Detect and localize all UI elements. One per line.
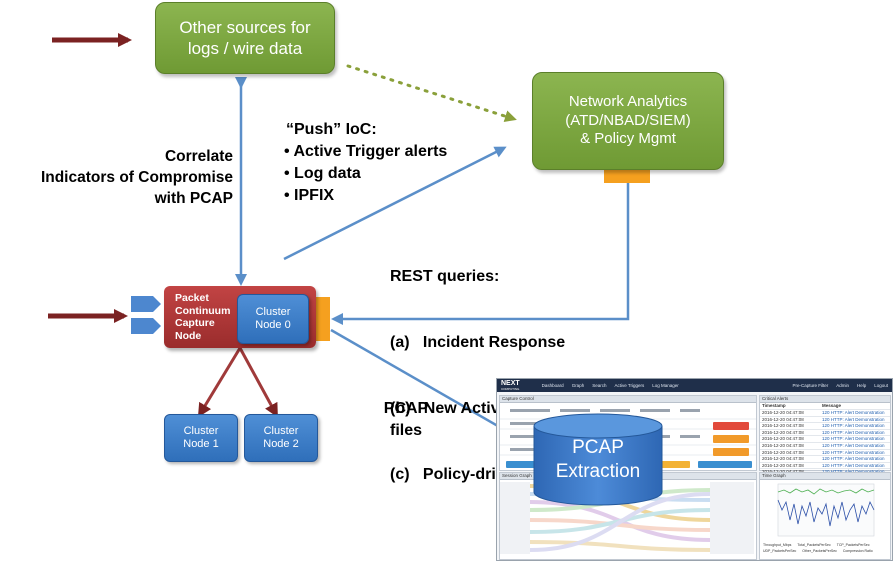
alert-timestamp: 2016-12-20 04:47:08 [762, 410, 804, 415]
pcap-files-label: PCAP files [383, 400, 429, 439]
alert-row[interactable]: 2016-12-20 04:47:08 120 HTTP: Alert Demon… [760, 422, 890, 429]
alert-message: 120 HTTP: Alert Demonstration [822, 423, 885, 429]
rest-queries-title: REST queries: [390, 268, 500, 285]
time-graph-plot [777, 483, 875, 537]
legend-item: Throughput_Mbps [763, 543, 792, 547]
alert-timestamp: 2016-12-20 04:47:08 [762, 462, 804, 468]
critical-alerts-panel: Critical Alerts Timestamp Message 2016-1… [759, 395, 891, 474]
alert-row[interactable]: 2016-12-20 04:47:08 120 HTTP: Alert Demon… [760, 441, 890, 449]
alert-row[interactable]: 2016-12-20 04:47:08 120 HTTP: Alert Demon… [760, 435, 890, 442]
rest-query-item: (a) Incident Response [390, 334, 566, 351]
nav-item[interactable]: Admin [836, 383, 849, 388]
alerts-col-message: Message [822, 403, 842, 408]
time-graph-panel: Time Graph Throughput_Mbps Total_Packets… [759, 472, 891, 560]
alert-timestamp: 2016-12-20 04:47:08 [762, 469, 822, 475]
alerts-column-headers: Timestamp Message [760, 403, 890, 409]
alert-message: 120 HTTP: Alert Demonstration [822, 462, 885, 468]
cluster-node-2-label: Cluster Node 2 [263, 424, 299, 450]
capture-control-header: Capture Control [500, 396, 756, 403]
correlate-label: Correlate Indicators of Compromise with … [40, 148, 233, 207]
push-ioc-item: • IPFIX [284, 187, 335, 204]
alert-timestamp: 2016-12-20 04:47:08 [762, 449, 804, 455]
nav-item[interactable]: Graph [571, 383, 585, 388]
cluster-node-0-label: Cluster Node 0 [255, 305, 291, 331]
other-sources-node: Other sources for logs / wire data [155, 2, 335, 74]
alert-row[interactable]: 2016-12-20 04:47:08 120 HTTP: Alert Demon… [760, 428, 890, 436]
alert-row[interactable]: 2016-12-20 04:47:08 120 HTTP: Alert Demon… [760, 409, 890, 416]
nav-item[interactable]: Help [856, 383, 867, 388]
critical-alerts-header: Critical Alerts [760, 396, 890, 403]
push-ioc-item: • Log data [284, 165, 361, 182]
alert-timestamp: 2016-12-20 04:47:08 [762, 442, 804, 448]
rest-query-arrow [331, 183, 630, 325]
legend-item: Compression Ratio [842, 549, 873, 553]
alert-message: 120 HTTP: Alert Demonstration [822, 436, 885, 442]
dashboard-screenshot: NEXT COMPUTING Dashboard Graph Search Ac… [496, 378, 893, 561]
alert-row[interactable]: 2016-12-20 04:47:08 120 HTTP: Alert Demon… [760, 455, 890, 462]
legend-item: TCP_PacketsPerSec [836, 543, 870, 547]
cluster-node-2: Cluster Node 2 [244, 414, 318, 462]
push-ioc-title: “Push” IoC: [286, 121, 377, 138]
dotted-arrow [346, 64, 517, 122]
input-port-top [131, 296, 161, 312]
cluster-node-0: Cluster Node 0 [237, 294, 309, 344]
time-graph-series-blue [777, 499, 875, 527]
other-sources-label: Other sources for logs / wire data [179, 17, 311, 58]
analytics-port [604, 169, 650, 183]
pcap-extraction-cylinder [533, 413, 663, 506]
push-ioc-item: • Active Trigger alerts [284, 143, 448, 160]
nav-item[interactable]: Logout [874, 383, 888, 388]
logo-subtext: COMPUTING [501, 387, 520, 391]
alert-row[interactable]: 2016-12-20 04:47:08 120 HTTP: Alert Demon… [760, 448, 890, 456]
input-port-bottom [131, 318, 161, 334]
alert-message: 120 HTTP: Alert Demonstration [822, 410, 885, 415]
alert-message: 120 HTTP: Alert Demonstration [822, 416, 885, 422]
cluster-node-1-label: Cluster Node 1 [183, 424, 219, 450]
time-graph-series-green [777, 488, 875, 495]
network-analytics-node: Network Analytics (ATD/NBAD/SIEM) & Poli… [532, 72, 724, 170]
sessions-sankey [500, 482, 754, 554]
nav-item[interactable]: Search [592, 383, 607, 388]
alert-timestamp: 2016-12-20 04:47:08 [762, 456, 804, 462]
alert-message: 120 HTTP: Alert Demonstration [822, 442, 885, 448]
nav-item[interactable]: Pre-Capture Filter [792, 383, 829, 388]
legend-item: UDP_PacketsPerSec [763, 549, 797, 553]
alert-message: 120 HTTP: Alert Demonstration [822, 449, 885, 455]
alert-timestamp: 2016-12-20 04:47:08 [762, 416, 804, 422]
push-ioc-block: “Push” IoC: • Active Trigger alerts • Lo… [284, 119, 447, 207]
alert-row[interactable]: 2016-12-20 04:47:08 120 HTTP: Alert Demon… [760, 461, 890, 469]
cluster-arrow-1 [197, 347, 242, 418]
nav-item[interactable]: Active Triggers [614, 383, 645, 388]
legend-item: Other_PacketsPerSec [802, 549, 837, 553]
alert-message: 120 HTTP: Alert Demonstration [822, 429, 885, 435]
push-arrow [283, 146, 507, 261]
time-graph-legend: Throughput_Mbps Total_PacketsPerSec TCP_… [760, 543, 890, 553]
alert-timestamp: 2016-12-20 04:47:08 [762, 429, 804, 435]
alert-message: 120 HTTP: Alert Demonstration [822, 456, 885, 462]
cluster-node-1: Cluster Node 1 [164, 414, 238, 462]
capture-node-port [316, 297, 330, 341]
alert-timestamp: 2016-12-20 04:47:08 [762, 423, 804, 429]
logo-text: NEXT [501, 380, 520, 387]
nav-item[interactable]: Log Manager [652, 383, 679, 388]
alert-timestamp: 2016-12-20 04:47:08 [762, 436, 804, 442]
alert-row[interactable]: 2016-12-20 04:47:08 120 HTTP: Alert Demon… [760, 415, 890, 423]
pcap-extraction-label: PCAP Extraction [555, 437, 641, 482]
dashboard-topbar: NEXT COMPUTING Dashboard Graph Search Ac… [497, 379, 892, 392]
time-graph-header: Time Graph [760, 473, 890, 480]
cluster-arrow-2 [238, 347, 278, 418]
network-analytics-label: Network Analytics (ATD/NBAD/SIEM) & Poli… [565, 92, 691, 148]
alert-message: 120 HTTP: Alert Demonstration [822, 469, 885, 475]
dashboard-logo: NEXT COMPUTING [501, 380, 520, 391]
alerts-col-timestamp: Timestamp [762, 403, 786, 408]
capture-node-label: Packet Continuum Capture Node [175, 292, 231, 342]
legend-item: Total_PacketsPerSec [797, 543, 831, 547]
nav-item[interactable]: Dashboard [541, 383, 564, 388]
